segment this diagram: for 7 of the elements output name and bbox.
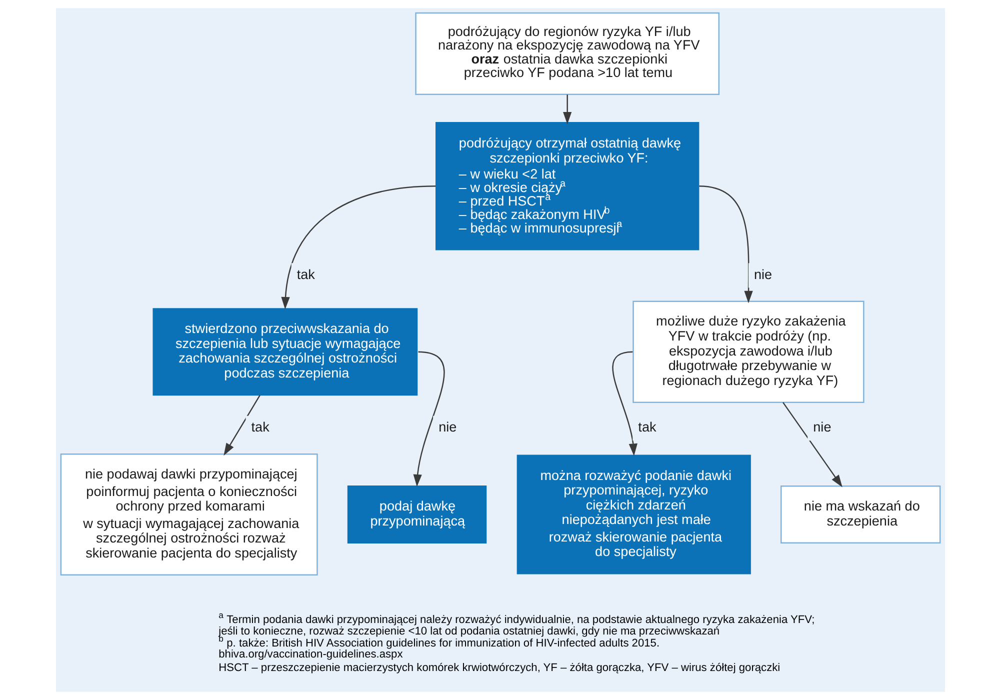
edge-label: tak	[250, 420, 269, 435]
edge-label: nie	[754, 266, 772, 282]
edge-label: nie	[438, 420, 456, 435]
edge-label: tak	[296, 266, 314, 282]
edge-label: tak	[638, 420, 656, 435]
label: HSCT – przeszczepienie macierzystych komórek krwiotwórczych, YF – żółta gorączka, YFV – wirus żółtej gorączki	[218, 662, 780, 674]
edge-label: nie	[812, 420, 831, 435]
